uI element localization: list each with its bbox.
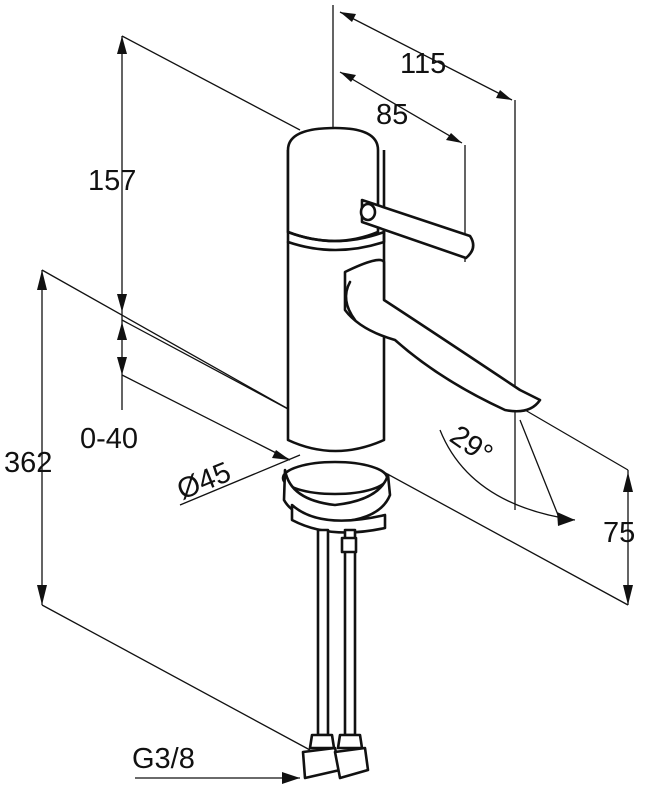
dimension-arrows [37,12,633,784]
dim-diameter-45: Ø45 [173,456,236,506]
dim-angle-29: 29° [444,420,498,471]
dim-0-40: 0-40 [80,423,138,455]
dim-g3-8: G3/8 [132,743,195,775]
faucet [281,126,542,780]
dimension-lines [41,5,629,779]
dim-157: 157 [88,165,136,197]
dim-75: 75 [603,517,635,549]
dim-85: 85 [376,99,408,131]
dim-362: 362 [4,447,52,479]
dim-115: 115 [400,48,446,80]
